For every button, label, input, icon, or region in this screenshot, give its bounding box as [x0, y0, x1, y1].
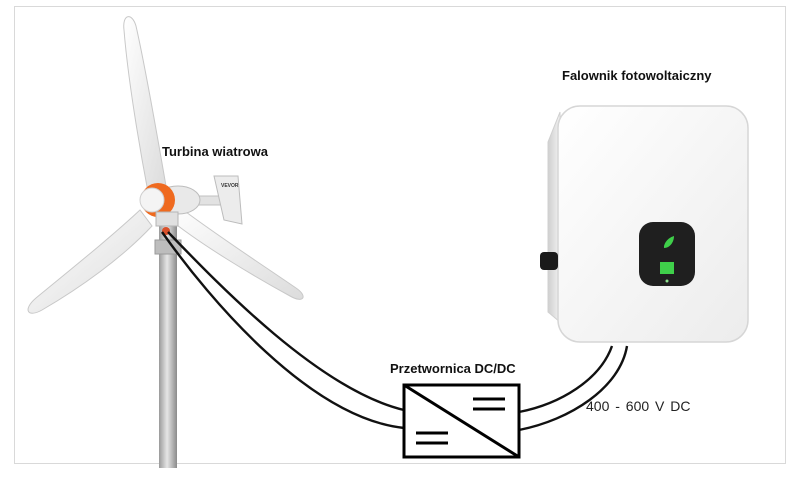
- turbine-hub: [139, 187, 165, 213]
- turbine-blade-lower-right: [167, 205, 304, 300]
- diagram-border: [14, 6, 786, 464]
- converter-dc-symbol-output: [473, 397, 505, 411]
- turbine-tail-fin: [213, 175, 243, 225]
- wind-turbine: VEVOR: [27, 16, 304, 468]
- turbine-brand-logo: VEVOR: [221, 183, 239, 189]
- inverter-leaf-icon: [664, 236, 674, 248]
- turbine-yaw-base: [155, 211, 179, 227]
- turbine-label: Turbina wiatrowa: [162, 144, 268, 159]
- inverter-label: Falownik fotowoltaiczny: [562, 68, 712, 83]
- converter-diagonal: [403, 383, 520, 459]
- dc-dc-converter-symbol: [402, 383, 521, 459]
- turbine-blade-upper: [123, 16, 167, 193]
- pv-inverter: [540, 105, 749, 343]
- inverter-cables: [518, 345, 629, 432]
- voltage-label: 400 - 600 V DC: [586, 398, 691, 414]
- turbine-cables: [161, 231, 405, 430]
- inverter-screen: [660, 262, 674, 274]
- turbine-blade-lower-left: [27, 209, 153, 314]
- inverter-side-switch: [540, 252, 558, 270]
- converter-dc-symbol-input: [416, 431, 448, 445]
- turbine-mast: [159, 218, 177, 468]
- inverter-status-led: [665, 279, 669, 283]
- inverter-display-panel: [639, 222, 695, 286]
- converter-label: Przetwornica DC/DC: [390, 361, 516, 376]
